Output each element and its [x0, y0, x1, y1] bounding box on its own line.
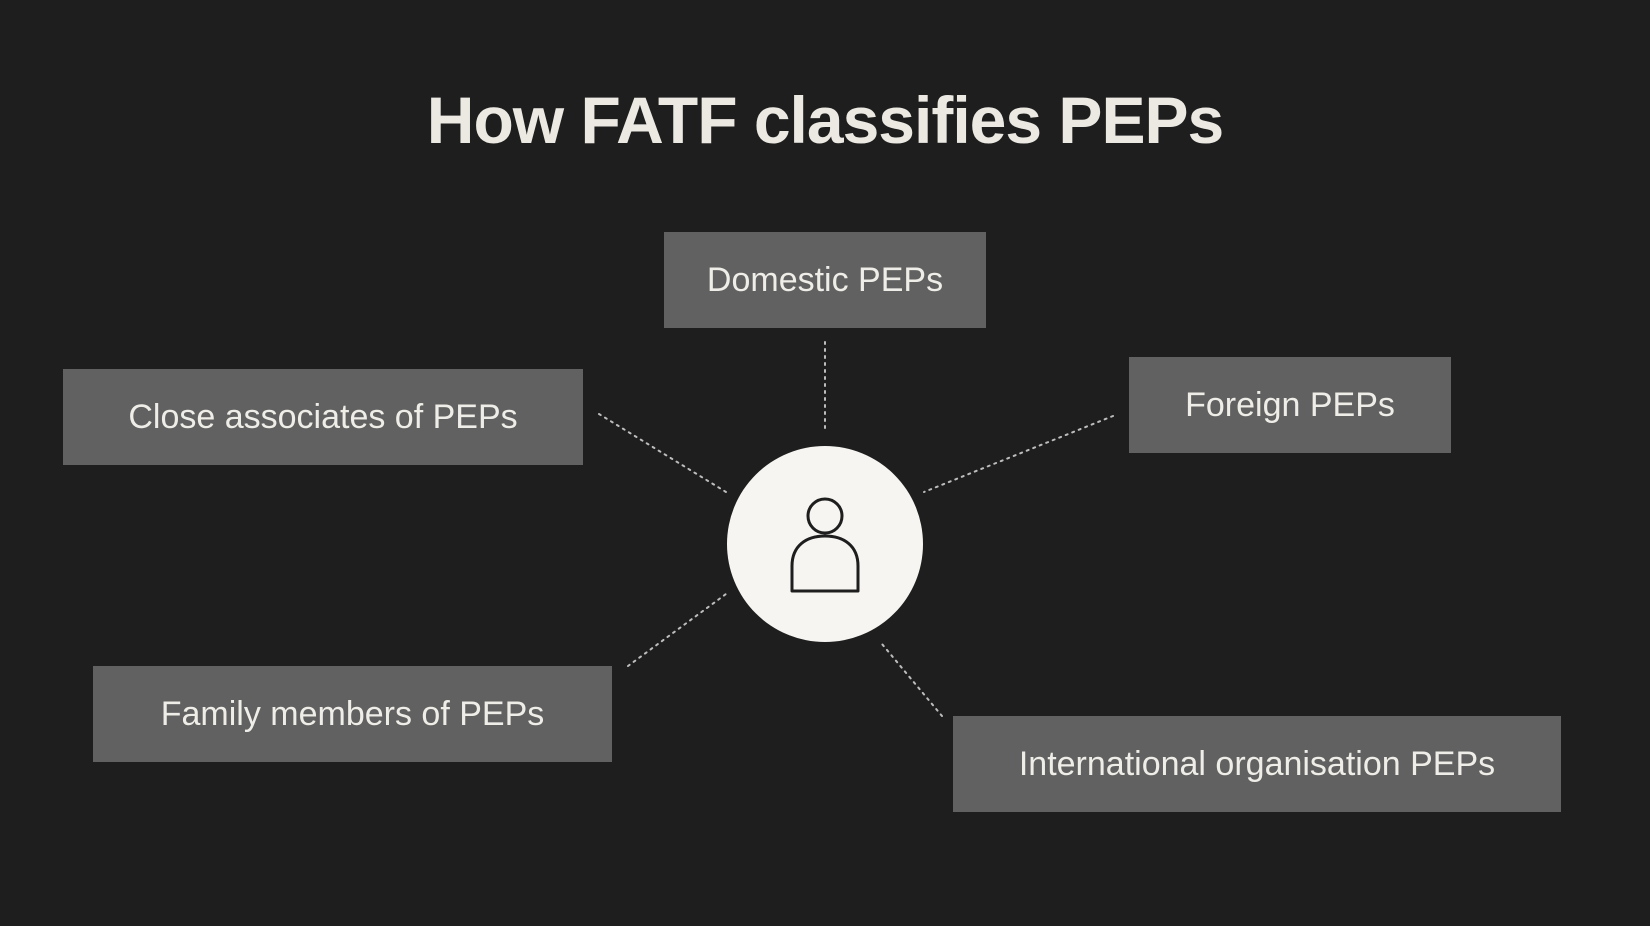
connector-family — [627, 593, 727, 667]
category-foreign-peps: Foreign PEPs — [1129, 357, 1451, 453]
connector-foreign — [923, 415, 1114, 493]
category-family-members: Family members of PEPs — [93, 666, 612, 762]
connector-international — [881, 643, 943, 717]
connector-associates — [598, 413, 727, 493]
central-person-node — [727, 446, 923, 642]
category-domestic-peps: Domestic PEPs — [664, 232, 986, 328]
category-international-organisation-peps: International organisation PEPs — [953, 716, 1561, 812]
person-icon — [790, 497, 860, 593]
diagram-title: How FATF classifies PEPs — [426, 83, 1224, 157]
category-close-associates: Close associates of PEPs — [63, 369, 583, 465]
